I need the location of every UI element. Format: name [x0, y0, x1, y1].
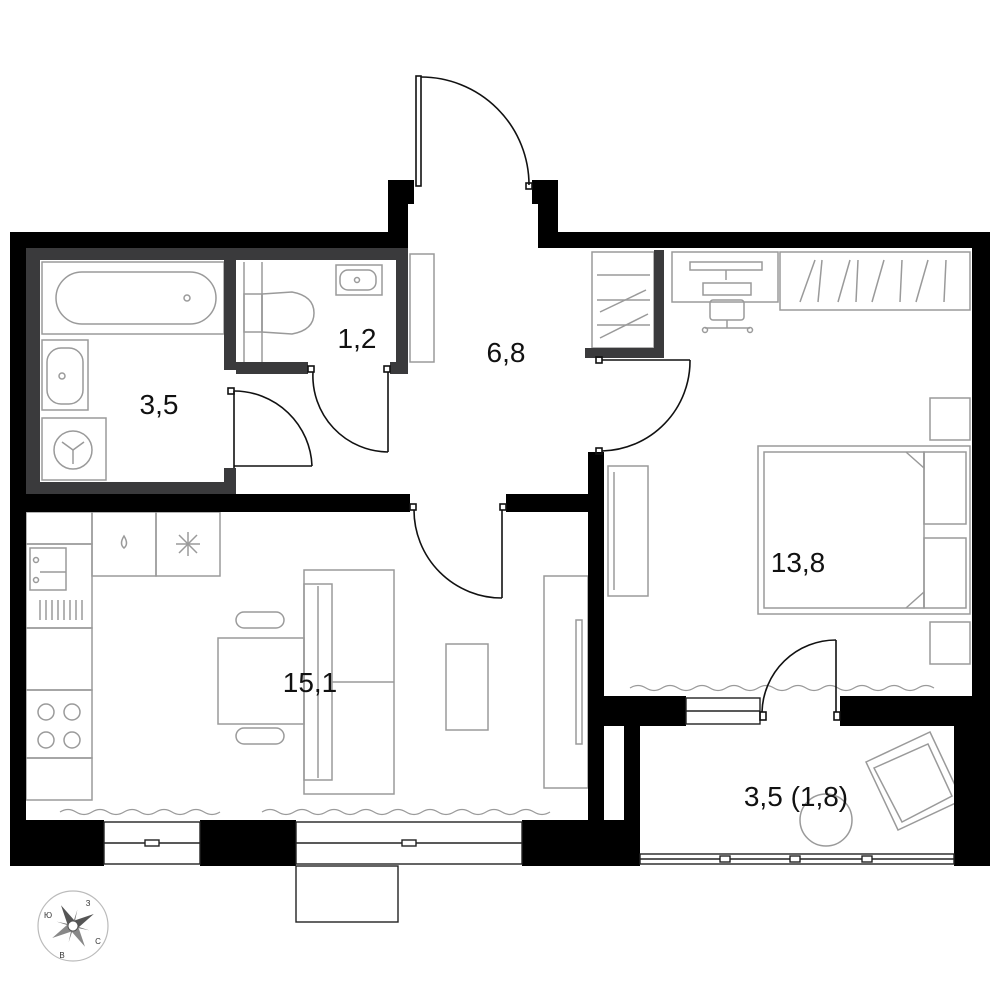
compass: З Ю С В	[37, 890, 109, 962]
compass-letter-top: З	[86, 899, 91, 908]
living-curtain	[59, 808, 551, 816]
sofa	[303, 569, 395, 795]
room-area-toilet: 1,2	[338, 323, 377, 354]
dining-set	[217, 611, 305, 745]
bathroom-sink	[41, 339, 89, 411]
hall-shelf-left	[409, 253, 435, 363]
room-area-bedroom: 13,8	[771, 547, 826, 578]
room-area-hallway: 6,8	[487, 337, 526, 368]
doors	[227, 75, 841, 721]
nightstand-top	[929, 397, 971, 441]
bathroom-door	[227, 387, 313, 468]
compass-letter-right: С	[95, 937, 101, 946]
room-area-bathroom: 3,5	[140, 389, 179, 420]
room-area-balcony: 3,5 (1,8)	[744, 781, 848, 812]
toilet-door	[307, 365, 391, 453]
coffee-table	[445, 643, 489, 731]
bedroom-dresser	[607, 465, 649, 597]
window-bedroom-balcony	[685, 697, 761, 725]
balcony-door	[759, 639, 841, 721]
window-living-left	[103, 821, 201, 865]
windows	[103, 697, 955, 923]
partitions	[26, 248, 664, 494]
bedroom-wardrobe	[779, 251, 971, 311]
tv-stand	[543, 575, 589, 789]
walls	[10, 180, 990, 866]
compass-rose-icon	[52, 905, 94, 947]
bedroom-door	[595, 356, 691, 455]
desk	[671, 251, 779, 334]
window-balcony	[639, 853, 955, 865]
entrance-door	[415, 75, 533, 190]
compass-letter-bottom: В	[59, 951, 64, 960]
window-living-right	[295, 821, 523, 865]
kitchen-counter	[25, 511, 221, 801]
bedroom-curtain	[629, 684, 935, 692]
window-sill-box	[295, 865, 399, 923]
bed	[757, 445, 971, 615]
bathtub	[41, 261, 225, 335]
nightstand-bottom	[929, 621, 971, 665]
room-labels: 3,5 1,2 6,8 13,8 15,1 3,5 (1,8)	[140, 323, 849, 812]
hall-wardrobe	[591, 251, 655, 349]
toilet-fixture	[243, 262, 383, 362]
living-door	[409, 503, 507, 599]
furniture	[25, 251, 971, 847]
washing-machine	[41, 417, 107, 481]
room-area-living-kitchen: 15,1	[283, 667, 338, 698]
compass-letter-left: Ю	[44, 911, 52, 920]
